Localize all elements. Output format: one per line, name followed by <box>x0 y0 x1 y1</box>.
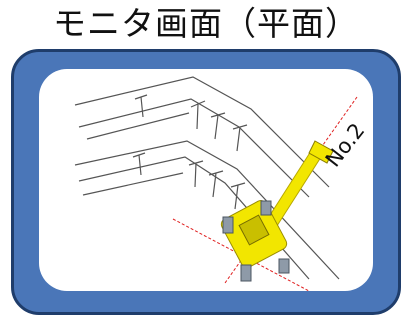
t-markers <box>132 94 248 210</box>
page-title: モニタ画面（平面） <box>53 4 359 43</box>
plan-view <box>74 76 358 291</box>
lower-wall-lines <box>74 140 340 280</box>
monitor-frame: No.2 <box>11 49 401 315</box>
upper-wall-lines <box>74 76 330 198</box>
excavator <box>220 140 334 282</box>
guide-lines <box>172 96 358 291</box>
monitor-screen: No.2 <box>39 69 373 291</box>
